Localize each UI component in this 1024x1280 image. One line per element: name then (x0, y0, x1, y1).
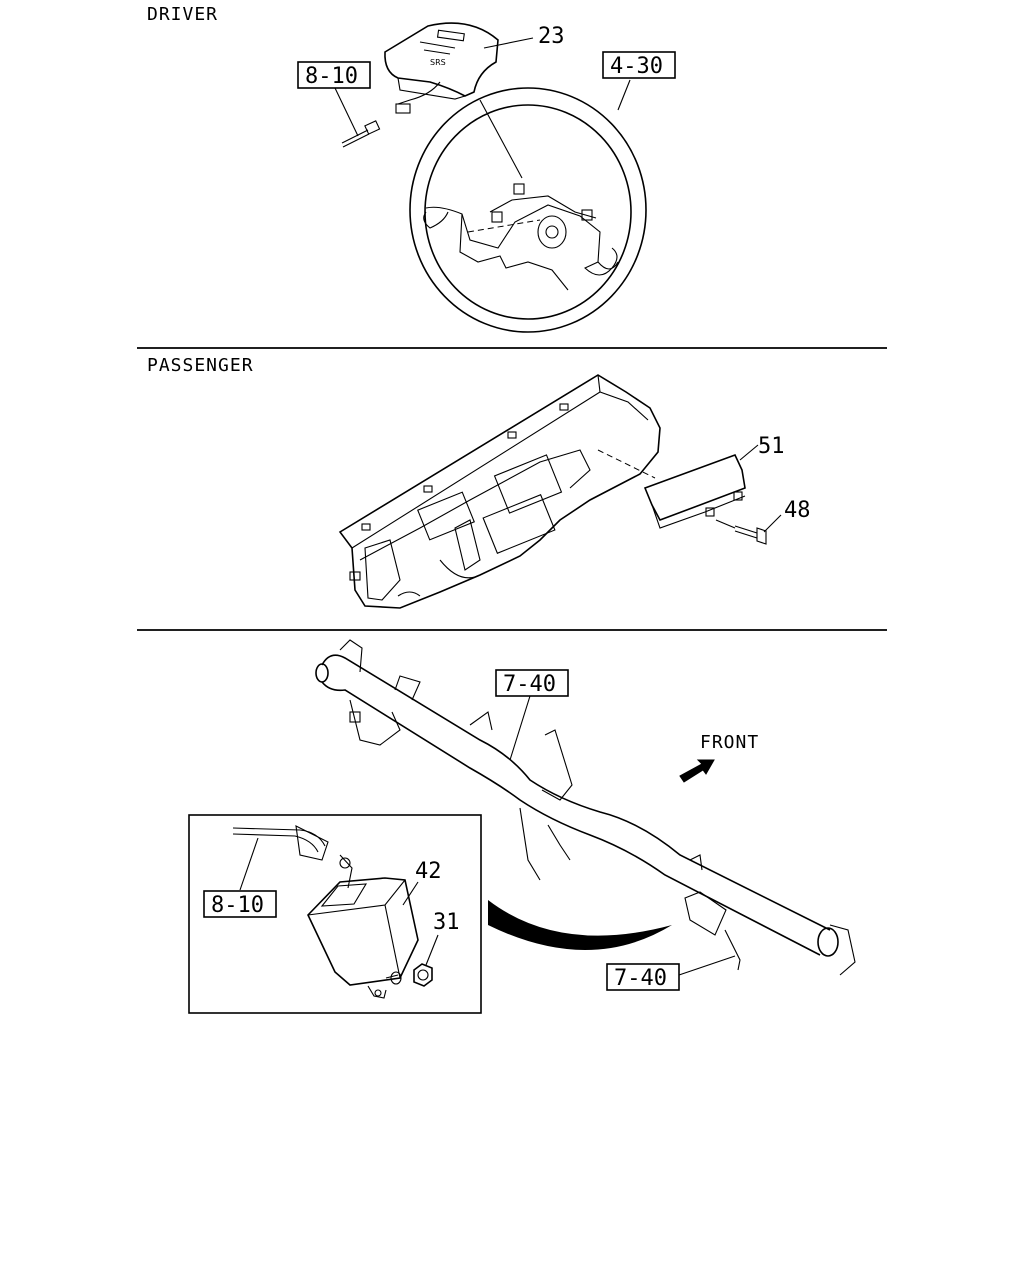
driver-connector (341, 120, 381, 148)
crossmember-section: FRONT 7-40 7-40 (188, 639, 856, 1014)
label-7-40-top: 7-40 (503, 672, 556, 697)
driver-airbag-pad: SRS (384, 22, 499, 114)
label-4-30: 4-30 (610, 54, 663, 79)
passenger-section: PASSENGER (147, 355, 811, 609)
pad-to-wheel-line (479, 99, 523, 179)
label-23: 23 (538, 24, 565, 49)
label-48: 48 (784, 498, 811, 523)
ref-box-4-30 (602, 51, 676, 79)
leader-51 (739, 444, 759, 461)
ref-box-7-40-top (495, 669, 569, 697)
passenger-bolt (715, 519, 767, 545)
leader-48 (763, 514, 782, 533)
front-arrow-icon (679, 759, 715, 783)
leader-8-10-inset (239, 837, 259, 891)
front-indicator: FRONT (679, 732, 759, 783)
leader-31 (425, 934, 439, 966)
section-title-driver: DRIVER (147, 4, 218, 25)
sensor-inset: 8-10 42 31 (188, 814, 482, 1014)
driver-section: DRIVER SRS (147, 4, 676, 333)
leader-4-30 (617, 79, 631, 111)
svg-text:SRS: SRS (430, 58, 446, 67)
leader-7-40-top (509, 695, 531, 761)
label-8-10-top: 8-10 (305, 64, 358, 89)
section-title-passenger: PASSENGER (147, 355, 254, 376)
curved-pointer-arrow (488, 900, 672, 950)
leader-7-40-bottom (678, 955, 736, 976)
crossmember-beam (315, 639, 856, 976)
instrument-panel (338, 374, 661, 609)
leader-23 (483, 37, 534, 49)
steering-wheel (409, 87, 647, 333)
ref-box-8-10-inset (203, 890, 277, 918)
leader-8-10-top (334, 87, 359, 137)
passenger-airbag (597, 449, 746, 529)
label-31: 31 (433, 910, 460, 935)
ref-box-8-10-top (297, 61, 371, 89)
label-8-10-inset: 8-10 (211, 893, 264, 918)
ref-box-7-40-bottom (606, 963, 680, 991)
front-label: FRONT (700, 732, 759, 753)
label-51: 51 (758, 434, 785, 459)
leader-42 (402, 881, 419, 906)
label-7-40-bottom: 7-40 (614, 966, 667, 991)
label-42: 42 (415, 859, 442, 884)
